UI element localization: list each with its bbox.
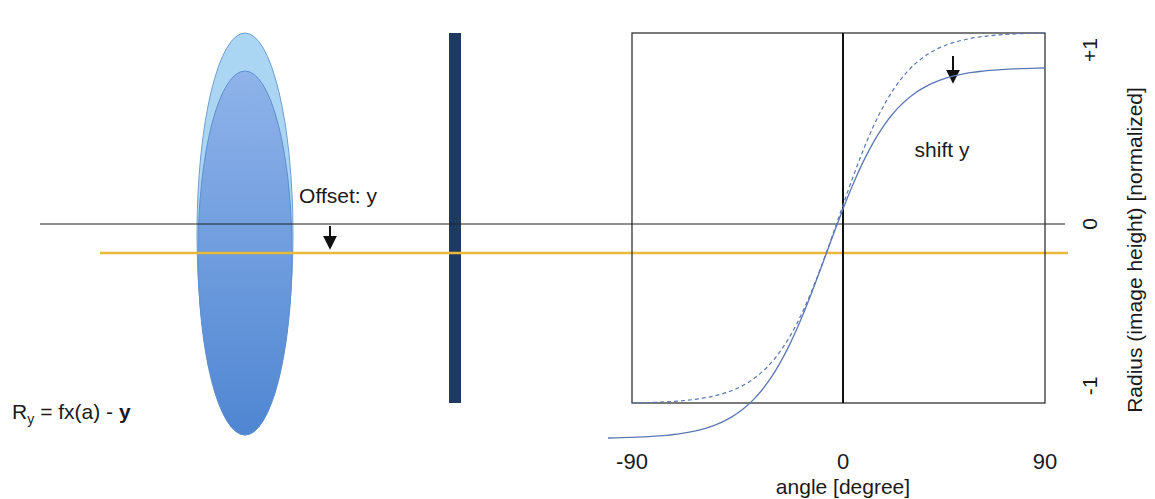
plot-zero-line <box>842 33 844 403</box>
tick-label: +1 <box>1078 38 1101 62</box>
shift-label: shift y <box>915 138 970 161</box>
formula-part: R <box>12 400 27 423</box>
offset-label: Offset: y <box>299 184 377 207</box>
axis-title: Radius (image height) [normalized] <box>1123 87 1146 413</box>
tick-label: -90 <box>616 450 648 474</box>
tick-label: 0 <box>837 450 849 474</box>
formula: Ry= fx(a) -y <box>12 400 131 428</box>
shift-arrow <box>952 56 954 81</box>
offset-arrow <box>329 226 331 247</box>
formula-part: = fx(a) - <box>34 400 113 423</box>
optical-axis <box>40 223 1065 224</box>
shifted-curve <box>608 68 1045 438</box>
axis-title: angle [degree] <box>776 475 910 498</box>
tick-label: 0 <box>1078 218 1101 230</box>
reference-curve <box>632 33 1045 403</box>
lens-outer <box>197 33 293 435</box>
tick-label: 90 <box>1033 450 1057 474</box>
tick-label: -1 <box>1078 377 1101 396</box>
formula-part: y <box>113 400 131 423</box>
formula-part: y <box>27 411 34 427</box>
sensor-plane <box>449 33 461 403</box>
offset-axis <box>100 252 1068 255</box>
plot-frame <box>632 33 1045 403</box>
